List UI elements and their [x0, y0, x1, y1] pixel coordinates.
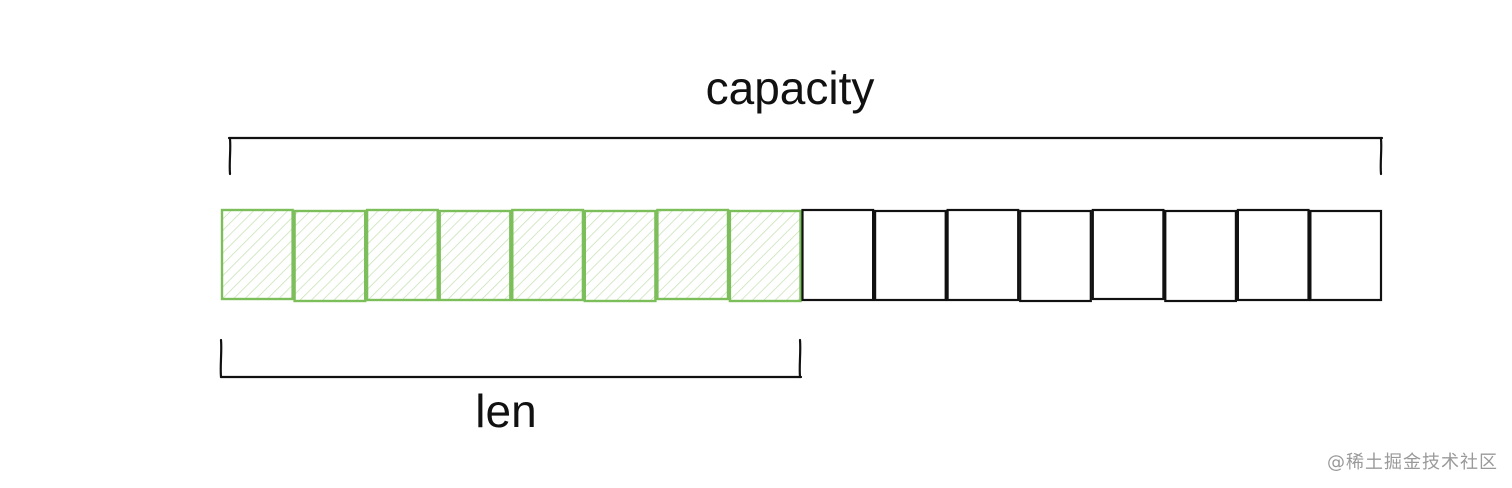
capacity-bracket — [227, 136, 1384, 176]
used-slot — [365, 208, 439, 302]
used-slot — [583, 209, 657, 303]
used-slot — [220, 208, 294, 301]
free-slot — [801, 208, 875, 302]
free-slot — [1236, 208, 1310, 302]
free-slot — [1019, 209, 1092, 303]
free-slot — [946, 208, 1020, 302]
len-label: len — [475, 385, 536, 437]
free-slot — [1091, 208, 1165, 301]
watermark: @稀土掘金技术社区 — [1327, 452, 1498, 473]
len-bracket — [219, 338, 803, 379]
used-slot — [293, 209, 367, 303]
free-slot — [1309, 209, 1383, 302]
capacity-label: capacity — [706, 62, 875, 114]
used-slot — [656, 208, 730, 301]
used-slot — [511, 208, 585, 302]
used-slot — [438, 209, 512, 302]
slot-array — [220, 208, 1383, 303]
used-slot — [728, 209, 802, 303]
free-slot — [873, 209, 947, 302]
free-slot — [1164, 209, 1238, 303]
